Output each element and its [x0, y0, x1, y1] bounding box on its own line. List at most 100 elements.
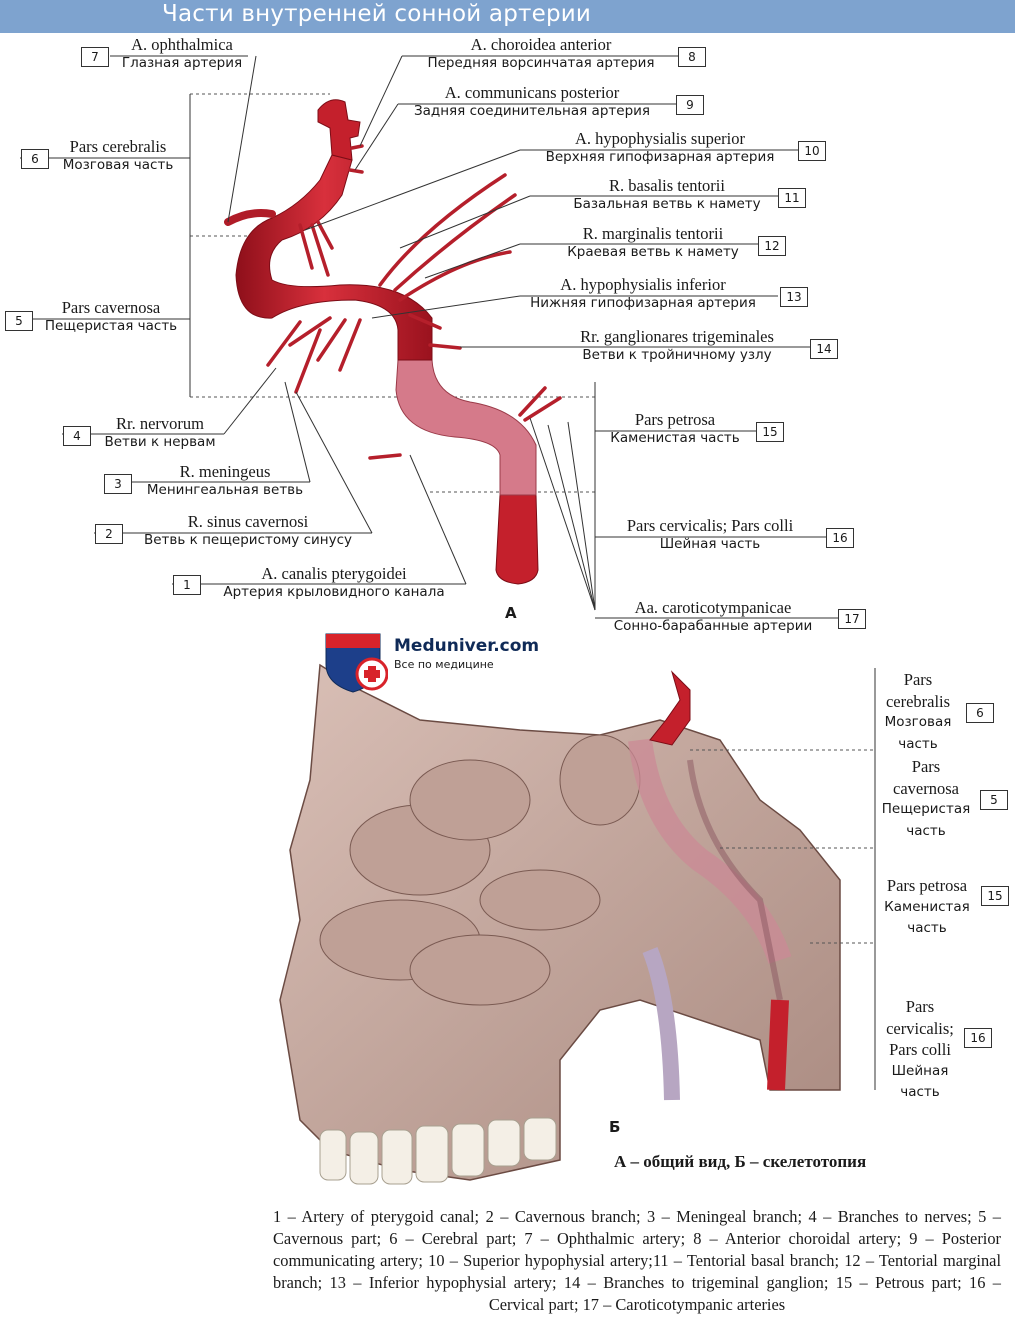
label-number: 14: [810, 339, 838, 359]
label-number: 17: [838, 609, 866, 629]
label-superior-hypophysial: A. hypophysialis superior Верхняя гипофи…: [546, 130, 775, 166]
label-nerve-branches: Rr. nervorum Ветви к нервам: [104, 415, 215, 451]
label-number: 6: [966, 703, 994, 723]
logo-tagline: Все по медицине: [394, 658, 494, 671]
panel-a-letter: А: [505, 604, 517, 622]
label-meningeal: R. meningeus Менингеальная ветвь: [147, 463, 303, 499]
label-russian: Базальная ветвь к намету: [573, 196, 761, 212]
logo-name: Meduniver.com: [394, 636, 540, 656]
label-latin: A. choroidea anterior: [470, 35, 612, 54]
label-number: 8: [678, 47, 706, 67]
figure-caption: А – общий вид, Б – скелетотопия: [614, 1152, 867, 1171]
panel-b-letter: Б: [609, 1118, 621, 1136]
label-latin: Pars: [911, 757, 941, 776]
label-posterior-communicating: A. communicans posterior Задняя соединит…: [414, 84, 650, 120]
figure-legend: 1 – Artery of pterygoid canal; 2 – Caver…: [273, 1207, 1001, 1314]
label-latin: R. meningeus: [179, 462, 271, 481]
label-russian: Каменистая: [884, 898, 970, 915]
label-number: 13: [780, 287, 808, 307]
label-russian: Артерия крыловидного канала: [223, 584, 445, 600]
artery-cavernous-part: [235, 154, 433, 361]
label-number: 5: [5, 311, 33, 331]
label-latin: cavernosa: [893, 778, 959, 798]
label-latin: Pars petrosa: [886, 876, 968, 895]
label-russian: Сонно-барабанные артерии: [613, 618, 813, 634]
label-number: 10: [798, 141, 826, 161]
label-russian: часть: [906, 822, 946, 839]
label-number: 15: [756, 422, 784, 442]
label-latin: A. canalis pterygoidei: [261, 564, 407, 583]
label-marginal-tentorial: R. marginalis tentorii Краевая ветвь к н…: [567, 225, 739, 261]
title-bar: Части внутренней сонной артерии: [0, 0, 1015, 33]
label-number: 1: [173, 575, 201, 595]
artery-cervical-part: [495, 494, 539, 585]
label-latin: R. basalis tentorii: [609, 176, 725, 195]
label-number: 9: [676, 95, 704, 115]
label-number: 12: [758, 236, 786, 256]
label-caroticotympanic: Aa. caroticotympanicae Сонно-барабанные …: [614, 599, 813, 635]
label-russian: Ветви к тройничному узлу: [582, 347, 772, 363]
label-russian: Глазная артерия: [121, 55, 243, 71]
logo-text: Meduniver.com Все по медицине: [394, 636, 539, 671]
label-number: 4: [63, 426, 91, 446]
label-number: 15: [981, 886, 1009, 906]
label-russian: Мозговая часть: [62, 157, 174, 173]
label-b-pars-cerebralis: Pars cerebralis Мозговая часть: [878, 669, 958, 755]
label-number: 7: [81, 47, 109, 67]
label-latin: Pars: [905, 997, 935, 1016]
label-anterior-choroidal: A. choroidea anterior Передняя ворсинчат…: [427, 36, 654, 72]
label-latin: Pars colli: [889, 1040, 951, 1059]
label-number: 11: [778, 188, 806, 208]
label-russian: Верхняя гипофизарная артерия: [545, 149, 775, 165]
label-latin: cerebralis: [885, 691, 951, 711]
label-russian: Передняя ворсинчатая артерия: [427, 55, 655, 71]
label-ophthalmic: A. ophthalmica Глазная артерия: [122, 36, 242, 72]
label-b-pars-cavernosa: Pars cavernosa Пещеристая часть: [878, 756, 974, 842]
label-russian: часть: [898, 735, 938, 752]
label-basal-tentorial: R. basalis tentorii Базальная ветвь к на…: [573, 177, 760, 213]
label-b-pars-petrosa: Pars petrosa Каменистая часть: [880, 875, 974, 940]
page-title: Части внутренней сонной артерии: [162, 1, 592, 27]
label-latin: Pars cavernosa: [61, 298, 161, 317]
label-russian: Нижняя гипофизарная артерия: [530, 295, 756, 311]
label-number: 2: [95, 524, 123, 544]
label-latin: Pars: [903, 670, 933, 689]
label-number: 16: [826, 528, 854, 548]
label-latin: R. marginalis tentorii: [582, 224, 724, 243]
label-pars-cervicalis: Pars cervicalis; Pars colli Шейная часть: [627, 517, 793, 553]
label-pars-cerebralis: Pars cerebralis Мозговая часть: [63, 138, 174, 174]
label-russian: Ветвь к пещеристому синусу: [143, 532, 353, 548]
label-trigeminal-branches: Rr. ganglionares trigeminales Ветви к тр…: [580, 328, 774, 364]
label-russian: Шейная: [891, 1062, 949, 1079]
label-pterygoid-canal-artery: A. canalis pterygoidei Артерия крыловидн…: [223, 565, 444, 601]
label-russian: Краевая ветвь к намету: [567, 244, 739, 260]
skull-section-illustration: [279, 663, 876, 1185]
internal-carotid-artery-diagram: [189, 93, 596, 610]
label-latin: Rr. ganglionares trigeminales: [580, 327, 774, 346]
label-russian: Задняя соединительная артерия: [413, 103, 651, 119]
meduniver-logo: [325, 633, 388, 693]
label-russian: Пещеристая часть: [44, 318, 178, 334]
label-latin: A. communicans posterior: [444, 83, 620, 102]
label-latin: cervicalis;: [886, 1018, 954, 1038]
label-pars-petrosa: Pars petrosa Каменистая часть: [610, 411, 739, 447]
label-number: 3: [104, 474, 132, 494]
label-inferior-hypophysial: A. hypophysialis inferior Нижняя гипофиз…: [530, 276, 756, 312]
label-latin: Rr. nervorum: [115, 414, 204, 433]
label-number: 6: [21, 149, 49, 169]
label-russian: часть: [907, 920, 947, 936]
label-latin: Pars petrosa: [634, 410, 716, 429]
label-latin: R. sinus cavernosi: [187, 512, 309, 531]
panel-a-leaders: [5, 55, 838, 619]
label-latin: A. ophthalmica: [131, 35, 233, 54]
label-latin: A. hypophysialis inferior: [560, 275, 726, 294]
label-pars-cavernosa: Pars cavernosa Пещеристая часть: [45, 299, 177, 335]
label-latin: A. hypophysialis superior: [574, 129, 746, 148]
label-latin: Pars cerebralis: [69, 137, 167, 156]
label-russian: Каменистая часть: [610, 430, 740, 446]
label-russian: Менингеальная ветвь: [146, 482, 304, 498]
label-russian: часть: [900, 1084, 940, 1100]
label-russian: Пещеристая: [881, 801, 971, 817]
artery-petrous-part: [395, 359, 537, 496]
